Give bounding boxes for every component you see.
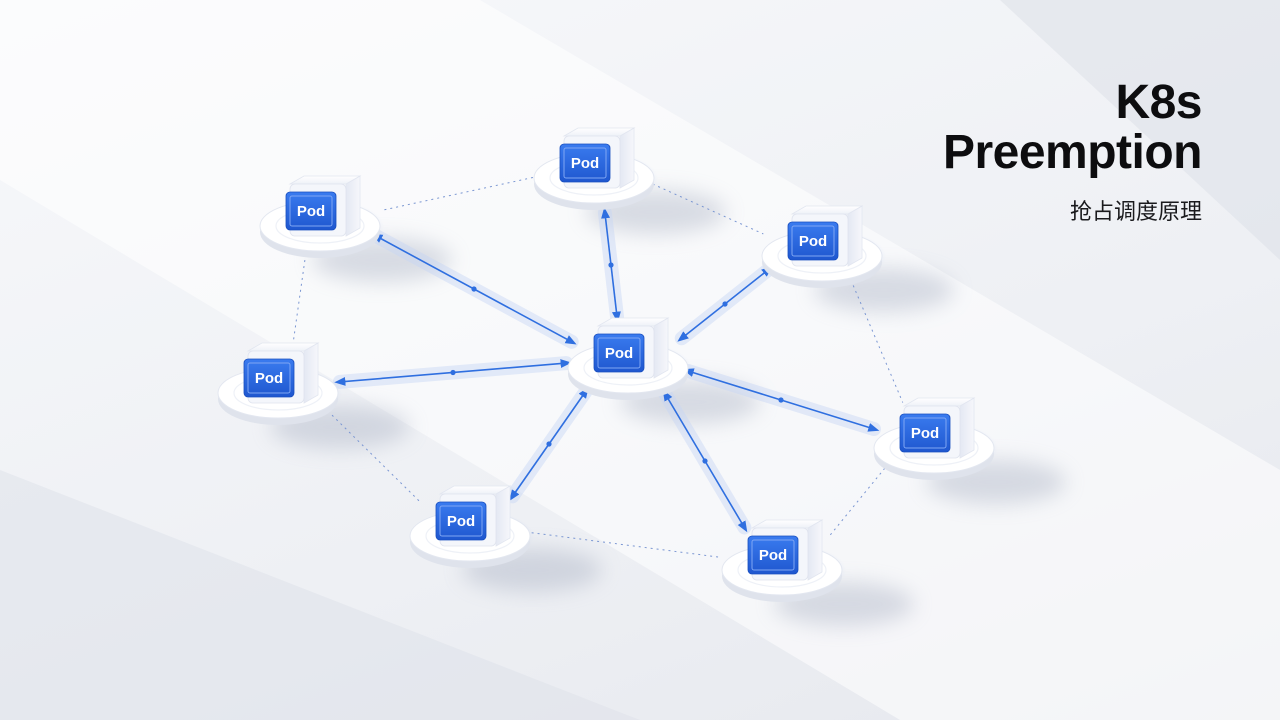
pod-label: Pod: [447, 513, 475, 530]
connection-lines: [292, 177, 904, 558]
pod-node-top-left: Pod: [259, 175, 384, 258]
pod-node-top-right: Pod: [761, 205, 886, 288]
pod-face-border: [247, 362, 291, 394]
pod-label: Pod: [297, 203, 325, 220]
edge-midpoint: [702, 458, 708, 464]
edge-midpoint: [608, 262, 614, 268]
pod-face-panel: [435, 501, 487, 541]
pod-face-panel: [899, 413, 951, 453]
edge-top-left-left: [292, 260, 306, 343]
edge-dotted-line: [531, 532, 721, 558]
pod-face-border: [597, 337, 641, 369]
title-line-2: Preemption: [942, 126, 1203, 179]
edge-midpoint: [722, 301, 728, 307]
edge-center-left: [332, 356, 574, 389]
pod-face-border: [439, 505, 483, 537]
edge-bottom-right-right: [829, 466, 887, 536]
pod-face-border: [563, 147, 607, 179]
pod-face-panel: [593, 333, 645, 373]
cube-side: [303, 342, 319, 404]
edge-midpoint: [778, 397, 784, 403]
pod-face-panel: [747, 535, 799, 575]
cube-side: [345, 175, 361, 237]
pod-face-border: [903, 417, 947, 449]
pod-node-bottom-left: Pod: [409, 485, 534, 568]
pod-node-bottom-right: Pod: [721, 519, 846, 602]
edge-top-top-left: [380, 177, 534, 211]
edge-dotted-line: [292, 260, 306, 343]
cube-side: [495, 485, 511, 547]
edge-top-top-right: [652, 183, 764, 235]
pod-label: Pod: [255, 370, 283, 387]
pod-node-top: Pod: [533, 127, 658, 210]
pod-face-border: [289, 195, 333, 227]
edge-dotted-line: [652, 183, 764, 235]
edge-dotted-line: [380, 177, 534, 211]
pod-label: Pod: [605, 345, 633, 362]
edge-center-bottom-right: [658, 387, 752, 535]
pod-label: Pod: [911, 425, 939, 442]
edge-center-top-left: [369, 229, 579, 349]
pod-face-panel: [559, 143, 611, 183]
edge-center-right: [680, 363, 882, 437]
edge-center-top: [597, 205, 625, 325]
pod-node-right: Pod: [873, 397, 998, 480]
pod-face-border: [791, 225, 835, 257]
edge-midpoint: [450, 369, 456, 376]
title-block: K8s Preemption 抢占调度原理: [942, 76, 1203, 226]
pod-label: Pod: [571, 155, 599, 172]
edge-dotted-line: [829, 466, 887, 536]
cube-side: [619, 127, 635, 189]
title-line-1: K8s: [1115, 76, 1202, 129]
pod-label: Pod: [759, 547, 787, 564]
edge-bottom-left-bottom-right: [531, 532, 721, 558]
pod-node-left: Pod: [217, 342, 342, 425]
pod-node-center: Pod: [567, 317, 692, 400]
edge-midpoint: [471, 286, 477, 292]
cube-side: [959, 397, 975, 459]
edge-midpoint: [546, 441, 552, 447]
edge-left-bottom-left: [327, 410, 421, 503]
pod-face-panel: [787, 221, 839, 261]
pod-face-panel: [243, 358, 295, 398]
pod-label: Pod: [799, 233, 827, 250]
edge-center-bottom-left: [505, 384, 593, 504]
pod-face-panel: [285, 191, 337, 231]
cube-side: [807, 519, 823, 581]
pod-face-border: [751, 539, 795, 571]
cube-side: [847, 205, 863, 267]
edge-dotted-line: [327, 410, 421, 503]
edge-center-top-right: [674, 262, 776, 346]
subtitle: 抢占调度原理: [1069, 200, 1202, 225]
cube-side: [653, 317, 669, 379]
